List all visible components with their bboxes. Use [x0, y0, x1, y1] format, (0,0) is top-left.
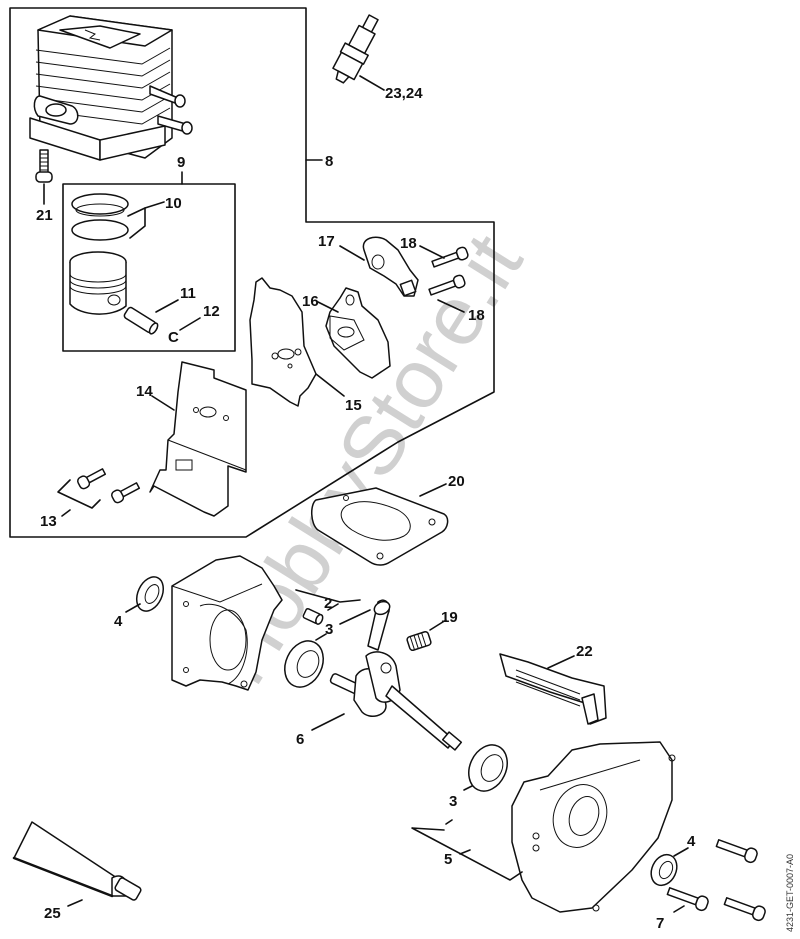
cylinder-base-gasket-icon	[311, 487, 449, 566]
sealant-tube-icon	[12, 821, 142, 901]
oil-seal-icon	[135, 576, 165, 612]
label-18b[interactable]: 18	[468, 307, 485, 324]
reference-code: 4231-GET-0007-A0	[785, 854, 795, 932]
label-4a[interactable]: 4	[114, 613, 123, 630]
piston-pin-icon	[123, 306, 159, 335]
screw-icon	[428, 274, 466, 296]
label-22[interactable]: 22	[576, 643, 593, 660]
label-18a[interactable]: 18	[400, 235, 417, 252]
crankcase-icon	[171, 555, 283, 691]
gasket-icon	[249, 277, 317, 407]
heat-shield-icon	[149, 361, 247, 517]
piston-assembly-box	[62, 183, 236, 352]
label-16[interactable]: 16	[302, 293, 319, 310]
label-15[interactable]: 15	[345, 397, 362, 414]
label-9[interactable]: 9	[177, 154, 185, 171]
label-5[interactable]: 5	[444, 851, 452, 868]
label-6[interactable]: 6	[296, 731, 304, 748]
spark-plug-icon	[332, 14, 379, 84]
label-2[interactable]: 2	[324, 595, 332, 612]
cylinder-icon	[29, 15, 193, 161]
cylinder-assembly-bracket	[9, 7, 495, 538]
label-8[interactable]: 8	[325, 153, 333, 170]
carburetor-flange-icon	[325, 287, 391, 379]
label-11[interactable]: 11	[180, 285, 196, 302]
ball-bearing-icon	[468, 744, 508, 792]
manifold-component-icon	[362, 236, 419, 297]
label-17[interactable]: 17	[318, 233, 335, 250]
ball-bearing-icon	[284, 640, 324, 688]
label-10[interactable]: 10	[165, 195, 182, 212]
screw-icon	[111, 482, 141, 504]
label-12[interactable]: 12	[203, 303, 220, 320]
screw-icon	[666, 887, 709, 912]
piston-rings-icon	[71, 193, 129, 241]
circlip-icon: C	[168, 329, 179, 346]
label-13[interactable]: 13	[40, 513, 57, 530]
screw-icon	[723, 897, 766, 922]
oil-seal-icon	[650, 853, 678, 887]
label-19[interactable]: 19	[441, 609, 458, 626]
label-20[interactable]: 20	[448, 473, 465, 490]
label-7[interactable]: 7	[656, 915, 664, 932]
label-25[interactable]: 25	[44, 905, 61, 922]
label-4b[interactable]: 4	[687, 833, 696, 850]
spring-clip-icon	[499, 653, 607, 725]
needle-cage-icon	[406, 630, 432, 652]
screw-icon	[715, 839, 758, 864]
label-3b[interactable]: 3	[449, 793, 457, 810]
cylinder-screw-icon	[35, 149, 53, 183]
crankcase-half-icon	[511, 741, 676, 913]
crankshaft-icon	[329, 599, 463, 751]
screw-icon	[77, 468, 107, 490]
label-3a[interactable]: 3	[325, 621, 333, 638]
piston-icon	[69, 251, 127, 315]
label-21[interactable]: 21	[36, 207, 53, 224]
label-14[interactable]: 14	[136, 383, 153, 400]
screw-icon	[431, 246, 469, 268]
dowel-pin-icon	[302, 607, 324, 625]
label-23-24[interactable]: 23,24	[385, 85, 423, 102]
